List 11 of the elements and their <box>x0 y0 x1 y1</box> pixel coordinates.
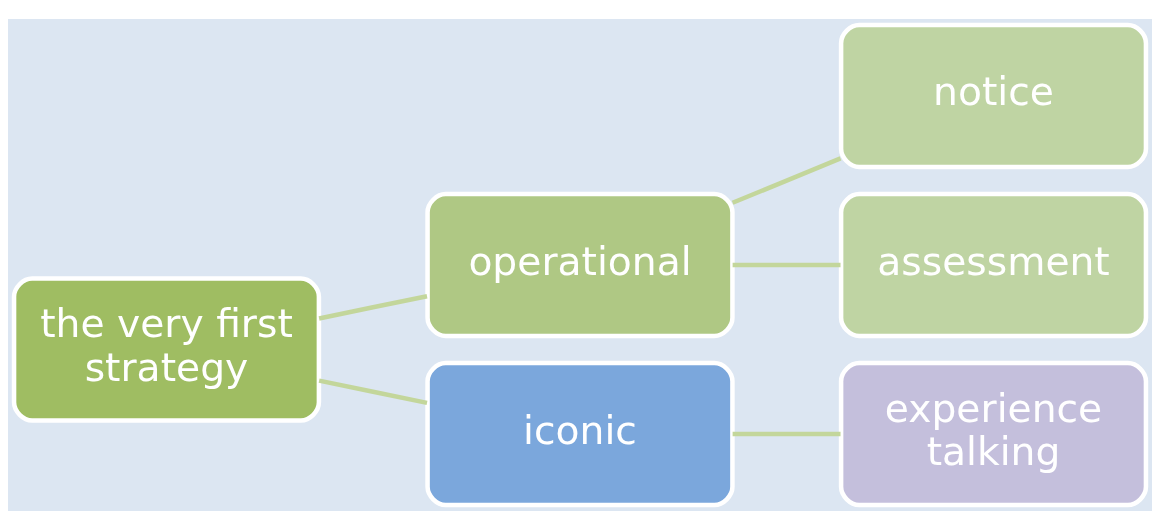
connector <box>731 156 842 205</box>
connector <box>732 431 841 437</box>
node-box: the very first strategy <box>11 276 322 423</box>
connector <box>732 262 841 268</box>
connector <box>318 378 428 406</box>
node-box: notice <box>838 22 1149 170</box>
node-box: assessment <box>838 191 1149 339</box>
node-box: iconic <box>425 360 735 508</box>
node-box: experience talking <box>838 360 1149 508</box>
connector <box>318 293 428 321</box>
node-box: operational <box>425 191 735 339</box>
